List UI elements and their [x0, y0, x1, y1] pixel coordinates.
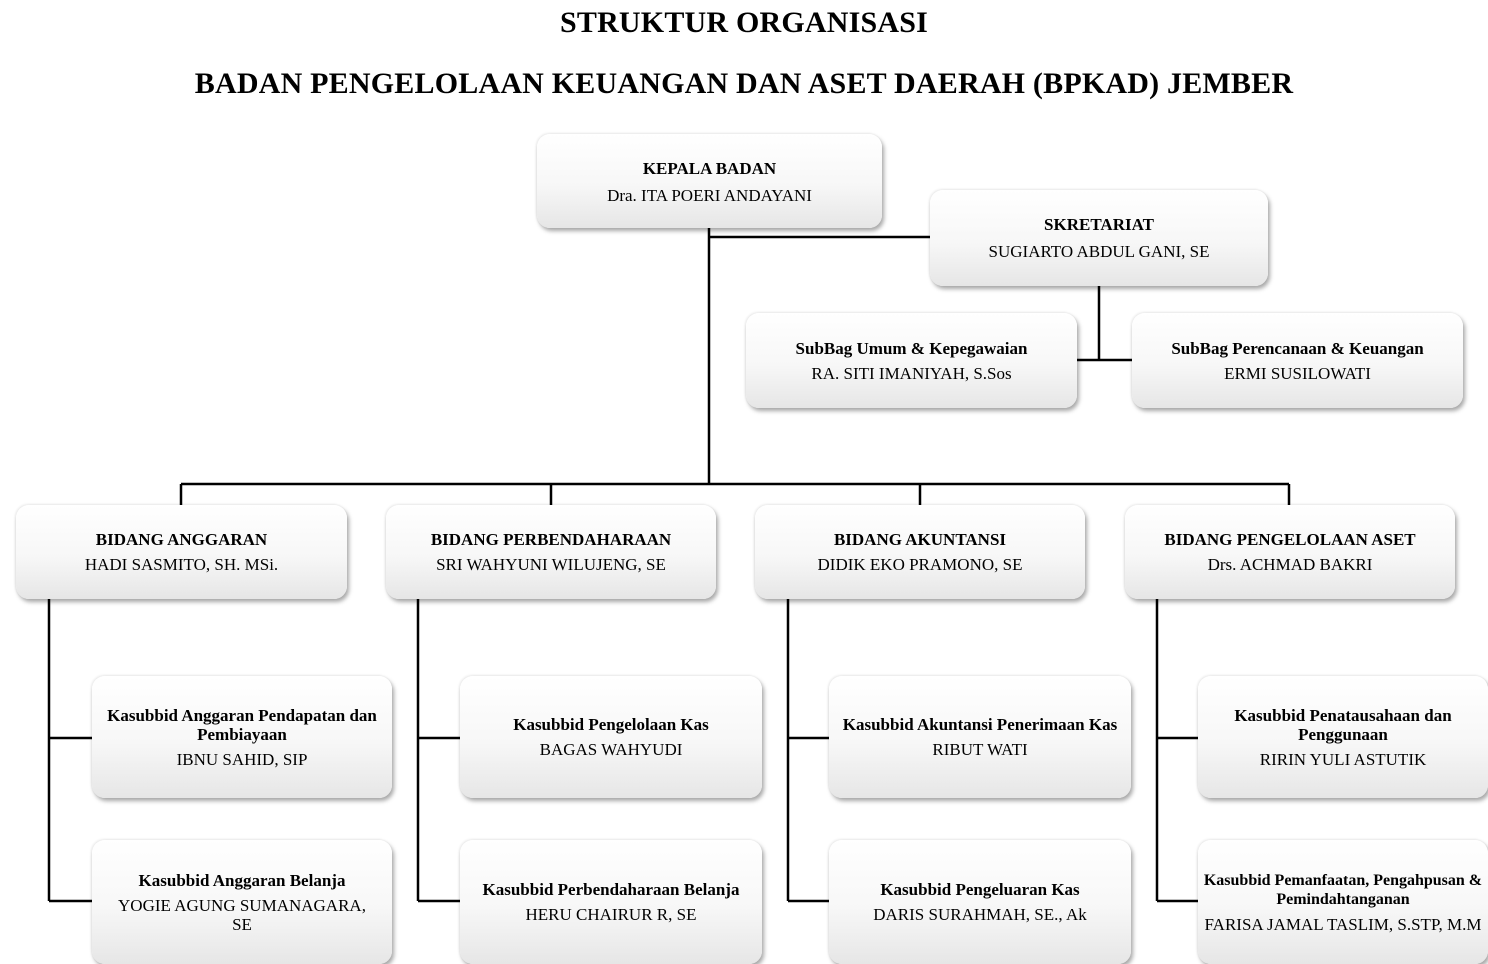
kasubbid-box: Kasubbid Penatausahaan dan Penggunaan RI… — [1198, 676, 1488, 798]
subbag-name: RA. SITI IMANIYAH, S.Sos — [811, 363, 1012, 383]
bidang-heading: BIDANG PERBENDAHARAAN — [430, 530, 672, 549]
kasubbid-name: DARIS SURAHMAH, SE., Ak — [873, 905, 1087, 924]
bidang-name: DIDIK EKO PRAMONO, SE — [817, 555, 1023, 574]
bidang-heading: BIDANG PENGELOLAAN ASET — [1164, 530, 1416, 549]
kepala-badan-heading: KEPALA BADAN — [642, 159, 777, 178]
bidang-name: SRI WAHYUNI WILUJENG, SE — [436, 555, 666, 574]
bidang-heading: BIDANG AKUNTANSI — [833, 530, 1007, 549]
bidang-name: HADI SASMITO, SH. MSi. — [84, 555, 279, 574]
kasubbid-name: BAGAS WAHYUDI — [539, 740, 683, 759]
kasubbid-heading: Kasubbid Pemanfaatan, Pengahpusan & Pemi… — [1203, 871, 1483, 908]
kasubbid-box: Kasubbid Anggaran Pendapatan dan Pembiay… — [92, 676, 392, 798]
bidang-heading: BIDANG ANGGARAN — [95, 530, 268, 549]
subbag-heading: SubBag Perencanaan & Keuangan — [1171, 338, 1424, 358]
kasubbid-box: Kasubbid Akuntansi Penerimaan Kas RIBUT … — [829, 676, 1131, 798]
sekretariat-box: SKRETARIAT SUGIARTO ABDUL GANI, SE — [930, 190, 1268, 286]
sekretariat-name: SUGIARTO ABDUL GANI, SE — [988, 242, 1210, 261]
page-subtitle: BADAN PENGELOLAAN KEUANGAN DAN ASET DAER… — [194, 67, 1294, 100]
kasubbid-name: YOGIE AGUNG SUMANAGARA, SE — [118, 895, 366, 934]
kasubbid-heading: Kasubbid Penatausahaan dan Penggunaan — [1234, 705, 1452, 744]
kasubbid-heading: Kasubbid Pengeluaran Kas — [880, 880, 1080, 899]
subbag-heading: SubBag Umum & Kepegawaian — [795, 338, 1028, 358]
kasubbid-name: HERU CHAIRUR R, SE — [525, 905, 697, 924]
subbag-umum-box: SubBag Umum & Kepegawaian RA. SITI IMANI… — [746, 313, 1077, 408]
kasubbid-heading: Kasubbid Pengelolaan Kas — [513, 715, 709, 734]
kepala-badan-name: Dra. ITA POERI ANDAYANI — [607, 186, 812, 205]
kasubbid-heading: Kasubbid Anggaran Pendapatan dan Pembiay… — [107, 705, 377, 744]
page-title: STRUKTUR ORGANISASI — [559, 6, 929, 39]
kasubbid-heading: Kasubbid Akuntansi Penerimaan Kas — [842, 715, 1118, 734]
bidang-pengelolaan-aset-box: BIDANG PENGELOLAAN ASET Drs. ACHMAD BAKR… — [1125, 505, 1455, 599]
kasubbid-name: RIBUT WATI — [932, 740, 1028, 759]
kepala-badan-box: KEPALA BADAN Dra. ITA POERI ANDAYANI — [537, 134, 882, 228]
kasubbid-heading: Kasubbid Anggaran Belanja — [138, 870, 346, 890]
kasubbid-name: FARISA JAMAL TASLIM, S.STP, M.M — [1204, 914, 1482, 934]
kasubbid-box: Kasubbid Pengeluaran Kas DARIS SURAHMAH,… — [829, 840, 1131, 964]
bidang-akuntansi-box: BIDANG AKUNTANSI DIDIK EKO PRAMONO, SE — [755, 505, 1085, 599]
kasubbid-box: Kasubbid Pengelolaan Kas BAGAS WAHYUDI — [460, 676, 762, 798]
sekretariat-heading: SKRETARIAT — [1044, 215, 1154, 234]
bidang-name: Drs. ACHMAD BAKRI — [1207, 555, 1373, 574]
bidang-anggaran-box: BIDANG ANGGARAN HADI SASMITO, SH. MSi. — [16, 505, 347, 599]
kasubbid-box: Kasubbid Pemanfaatan, Pengahpusan & Pemi… — [1198, 840, 1488, 964]
subbag-name: ERMI SUSILOWATI — [1224, 363, 1371, 383]
kasubbid-heading: Kasubbid Perbendaharaan Belanja — [482, 880, 740, 899]
kasubbid-name: IBNU SAHID, SIP — [176, 749, 308, 769]
subbag-perencanaan-box: SubBag Perencanaan & Keuangan ERMI SUSIL… — [1132, 313, 1463, 408]
bidang-perbendaharaan-box: BIDANG PERBENDAHARAAN SRI WAHYUNI WILUJE… — [386, 505, 716, 599]
kasubbid-name: RIRIN YULI ASTUTIK — [1259, 749, 1427, 769]
kasubbid-box: Kasubbid Anggaran Belanja YOGIE AGUNG SU… — [92, 840, 392, 964]
kasubbid-box: Kasubbid Perbendaharaan Belanja HERU CHA… — [460, 840, 762, 964]
